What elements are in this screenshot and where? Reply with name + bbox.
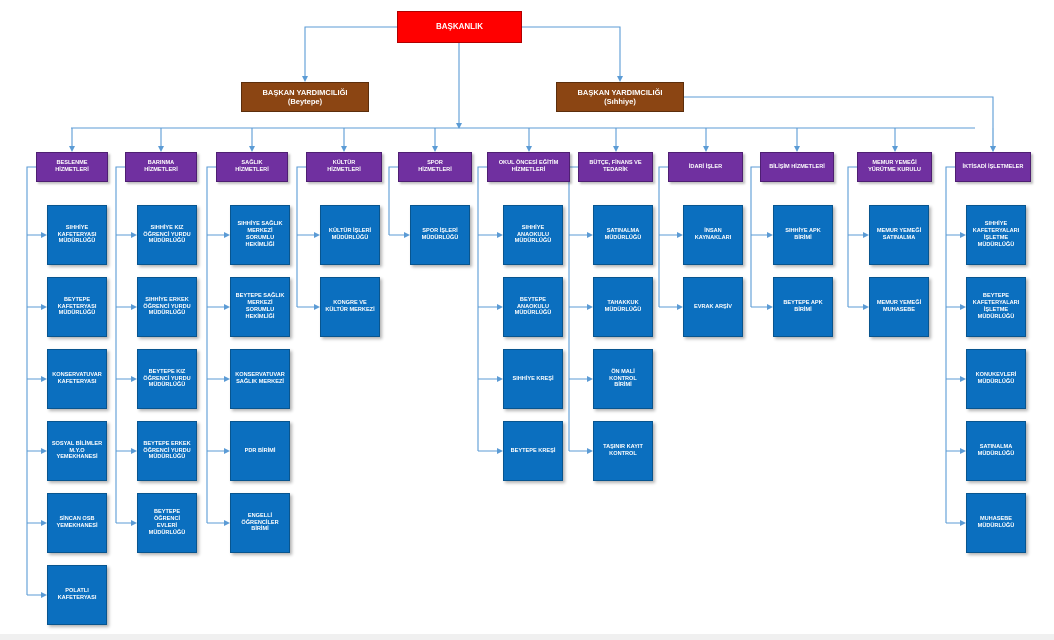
- unit-sihhi-ye-kafeteryalari-i-sletme-mudurlugu: SIHHİYE KAFETERYALARI İŞLETME MÜDÜRLÜĞÜ: [966, 205, 1026, 265]
- department-kultur-hi-zmetleri: KÜLTÜR HİZMETLERİ: [306, 152, 382, 182]
- unit-sihhi-ye-anaokulu-mudurlugu: SIHHİYE ANAOKULU MÜDÜRLÜĞÜ: [503, 205, 563, 265]
- bottom-strip: [0, 634, 1054, 640]
- connector-spine-4: [388, 166, 398, 235]
- vice-president-sihhiye: BAŞKAN YARDIMCILIĞI (Sıhhiye): [556, 82, 684, 112]
- connector-spine-9: [847, 166, 857, 307]
- vice-president-beytepe: BAŞKAN YARDIMCILIĞI (Beytepe): [241, 82, 369, 112]
- unit-konukevleri-mudurlugu: KONUKEVLERİ MÜDÜRLÜĞÜ: [966, 349, 1026, 409]
- department-memur-yemegi-yurutme-kurulu: MEMUR YEMEĞİ YÜRÜTME KURULU: [857, 152, 932, 182]
- unit-beytepe-anaokulu-mudurlugu: BEYTEPE ANAOKULU MÜDÜRLÜĞÜ: [503, 277, 563, 337]
- department-beslenme-hi-zmetleri: BESLENME HİZMETLERİ: [36, 152, 108, 182]
- unit-pdr-bi-ri-mi: PDR BİRİMİ: [230, 421, 290, 481]
- connector-spine-6: [568, 166, 578, 451]
- department-saglik-hi-zmetleri: SAĞLIK HİZMETLERİ: [216, 152, 288, 182]
- unit-memur-yemegi-muhasebe: MEMUR YEMEĞİ MUHASEBE: [869, 277, 929, 337]
- unit-kultur-i-sleri-mudurlugu: KÜLTÜR İŞLERİ MÜDÜRLÜĞÜ: [320, 205, 380, 265]
- unit-sihhi-ye-kafeteryasi-mudurlugu: SIHHİYE KAFETERYASI MÜDÜRLÜĞÜ: [47, 205, 107, 265]
- unit-sihhi-ye-erkek-ogrenci-yurdu-mudurlugu: SIHHİYE ERKEK ÖĞRENCİ YURDU MÜDÜRLÜĞÜ: [137, 277, 197, 337]
- unit-sosyal-bi-li-mler-m-y-o-yemekhanesi: SOSYAL BİLİMLER M.Y.O YEMEKHANESİ: [47, 421, 107, 481]
- unit-beytepe-kresi: BEYTEPE KREŞİ: [503, 421, 563, 481]
- connector-root-beytepe: [302, 26, 397, 82]
- connector-spine-3: [296, 166, 306, 307]
- unit-satinalma-mudurlugu: SATINALMA MÜDÜRLÜĞÜ: [966, 421, 1026, 481]
- department-okul-oncesi-egi-ti-m-hi-zmetleri: OKUL ÖNCESİ EĞİTİM HİZMETLERİ: [487, 152, 570, 182]
- unit-sihhi-ye-kiz-ogrenci-yurdu-mudurlugu: SIHHİYE KIZ ÖĞRENCİ YURDU MÜDÜRLÜĞÜ: [137, 205, 197, 265]
- unit-sihhi-ye-kresi: SIHHİYE KREŞİ: [503, 349, 563, 409]
- unit-engelli-ogrenci-ler-bi-ri-mi: ENGELLİ ÖĞRENCİLER BİRİMİ: [230, 493, 290, 553]
- unit-beytepe-saglik-merkezi-sorumlu-heki-mli-gi: BEYTEPE SAĞLIK MERKEZİ SORUMLU HEKİMLİĞİ: [230, 277, 290, 337]
- connector-spine-5: [477, 166, 487, 451]
- connector-sihhiye-iktisadi: [684, 96, 996, 152]
- unit-sihhi-ye-apk-bi-ri-mi: SIHHİYE APK BİRİMİ: [773, 205, 833, 265]
- connector-spine-7: [658, 166, 668, 307]
- unit-tasinir-kayit-kontrol: TAŞINIR KAYIT KONTROL: [593, 421, 653, 481]
- connector-root-sihhiye: [522, 26, 623, 82]
- department-bi-li-si-m-hi-zmetleri: BİLİŞİM HİZMETLERİ: [760, 152, 834, 182]
- unit-satinalma-mudurlugu: SATINALMA MÜDÜRLÜĞÜ: [593, 205, 653, 265]
- department-barinma-hi-zmetleri: BARINMA HİZMETLERİ: [125, 152, 197, 182]
- connector-spine-10: [945, 166, 955, 523]
- unit-kongre-ve-kultur-merkezi: KONGRE VE KÜLTÜR MERKEZİ: [320, 277, 380, 337]
- unit-konservatuvar-kafeteryasi: KONSERVATUVAR KAFETERYASI: [47, 349, 107, 409]
- department-butce-fi-nans-ve-tedari-k: BÜTÇE, FİNANS VE TEDARİK: [578, 152, 653, 182]
- unit-i-nsan-kaynaklari: İNSAN KAYNAKLARI: [683, 205, 743, 265]
- unit-si-ncan-osb-yemekhanesi: SİNCAN OSB YEMEKHANESİ: [47, 493, 107, 553]
- unit-konservatuvar-saglik-merkezi: KONSERVATUVAR SAĞLIK MERKEZİ: [230, 349, 290, 409]
- root-node-baskanlik: BAŞKANLIK: [397, 11, 522, 43]
- connector-spine-8: [750, 166, 760, 307]
- connector-spine-0: [26, 166, 36, 595]
- unit-beytepe-kiz-ogrenci-yurdu-mudurlugu: BEYTEPE KIZ ÖĞRENCİ YURDU MÜDÜRLÜĞÜ: [137, 349, 197, 409]
- unit-beytepe-kafeteryalari-i-sletme-mudurlugu: BEYTEPE KAFETERYALARI İŞLETME MÜDÜRLÜĞÜ: [966, 277, 1026, 337]
- department-i-kti-sadi-i-sletmeler: İKTİSADİ İŞLETMELER: [955, 152, 1031, 182]
- department-i-dari-i-sler: İDARİ İŞLER: [668, 152, 743, 182]
- department-spor-hi-zmetleri: SPOR HİZMETLERİ: [398, 152, 472, 182]
- unit-tahakkuk-mudurlugu: TAHAKKUK MÜDÜRLÜĞÜ: [593, 277, 653, 337]
- unit-beytepe-ogrenci-evleri-mudurlugu: BEYTEPE ÖĞRENCİ EVLERİ MÜDÜRLÜĞÜ: [137, 493, 197, 553]
- unit-spor-i-sleri-mudurlugu: SPOR İŞLERİ MÜDÜRLÜĞÜ: [410, 205, 470, 265]
- unit-evrak-arsi-v: EVRAK ARŞİV: [683, 277, 743, 337]
- unit-muhasebe-mudurlugu: MUHASEBE MÜDÜRLÜĞÜ: [966, 493, 1026, 553]
- connector-spine-1: [115, 166, 125, 523]
- unit-beytepe-apk-bi-ri-mi: BEYTEPE APK BİRİMİ: [773, 277, 833, 337]
- unit-on-mali-kontrol-bi-ri-mi: ÖN MALİ KONTROL BİRİMİ: [593, 349, 653, 409]
- connector-spine-2: [206, 166, 216, 523]
- unit-sihhi-ye-saglik-merkezi-sorumlu-heki-mli-gi: SIHHİYE SAĞLIK MERKEZİ SORUMLU HEKİMLİĞİ: [230, 205, 290, 265]
- unit-beytepe-kafeteryasi-mudurlugu: BEYTEPE KAFETERYASI MÜDÜRLÜĞÜ: [47, 277, 107, 337]
- unit-memur-yemegi-satinalma: MEMUR YEMEĞİ SATINALMA: [869, 205, 929, 265]
- unit-beytepe-erkek-ogrenci-yurdu-mudurlugu: BEYTEPE ERKEK ÖĞRENCİ YURDU MÜDÜRLÜĞÜ: [137, 421, 197, 481]
- unit-polatli-kafeteryasi: POLATLI KAFETERYASI: [47, 565, 107, 625]
